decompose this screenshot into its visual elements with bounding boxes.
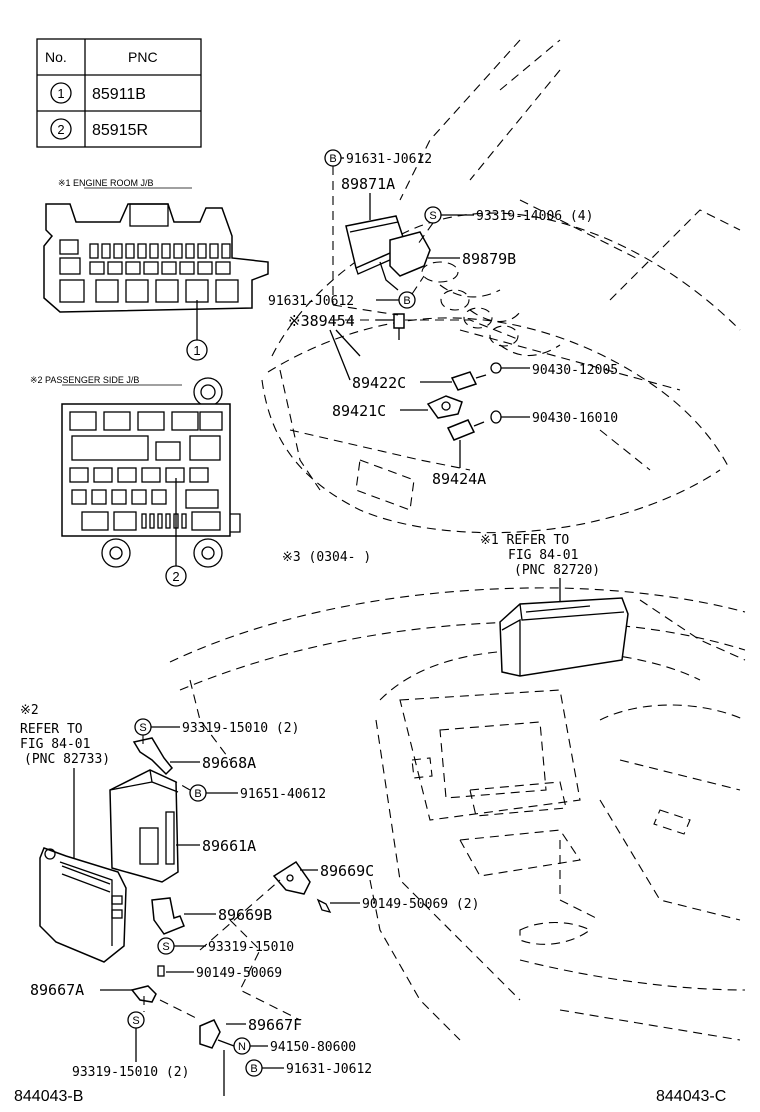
label-91631-j0612-top: 91631-J0612 [346,152,432,167]
label-93319-15010: 93319-15010 [208,940,294,955]
table-row-1-no: 1 [57,86,64,101]
footer-left-code: 844043-B [14,1088,83,1105]
svg-text:B: B [329,153,336,165]
label-89871A: 89871A [341,175,395,193]
bracket-89668A [132,737,174,776]
engine-bay-drawing [261,39,741,534]
svg-text:(PNC 82720): (PNC 82720) [514,563,600,578]
airbag-sensor-module: ※2 REFER TO FIG 84-01 (PNC 82733) [20,703,127,963]
table-row-2-no: 2 [57,122,64,137]
svg-text:FIG 84-01: FIG 84-01 [508,548,578,563]
gasket-90430-12005 [490,362,502,374]
table-row-2-pnc: 85915R [92,122,148,139]
callout-1 [186,339,208,361]
bracket-89667A [130,985,157,1003]
table-header-pnc: PNC [128,49,158,65]
label-91631-j0612-mid: 91631-J0612 [268,294,354,309]
period-note: ※3 (0304- ) [282,550,371,565]
svg-text:B: B [403,295,410,307]
label-90149-50069: 90149-50069 [196,966,282,981]
svg-text:B: B [250,1063,257,1075]
svg-text:※2: ※2 [20,703,39,718]
glovebox-jb-unit [499,597,629,677]
label-89454: ※389454 [288,312,355,330]
label-89668A: 89668A [202,754,256,772]
label-89661A: 89661A [202,837,256,855]
svg-text:(PNC 82733): (PNC 82733) [24,752,110,767]
label-93319-14006: 93319-14006 (4) [476,209,593,224]
label-93319-15010-2-bot: 93319-15010 (2) [72,1065,189,1080]
sensor-89424A [446,419,485,441]
engine-room-jb: ※1 ENGINE ROOM J/B [43,178,269,361]
engine-room-note: ※1 ENGINE ROOM J/B [58,178,154,188]
sensor-89421C [426,395,463,419]
label-91631-j0612-bot: 91631-J0612 [286,1062,372,1077]
pnc-table: No. PNC 1 85911B 2 85915R [36,38,202,148]
svg-text:N: N [238,1041,246,1053]
svg-text:S: S [429,210,436,222]
svg-text:REFER TO: REFER TO [20,722,83,737]
label-89879B: 89879B [462,250,516,268]
sensor-89454 [393,313,405,340]
label-89421C: 89421C [332,402,386,420]
bracket-89667F [199,1019,221,1049]
table-header-no: No. [45,49,67,65]
fuse-grid-engine [89,243,239,303]
sensor-89422C [450,371,487,391]
label-91651-40612: 91651-40612 [240,787,326,802]
svg-text:※1 REFER TO: ※1 REFER TO [480,533,569,548]
table-row-1-pnc: 85911B [92,86,146,103]
bolt-90149-50069-2 [316,898,332,913]
ecu-labels: S 93319-15010 (2) 89668A B 91651-40612 8… [30,718,479,1096]
bolt-90149-50069 [157,965,165,977]
label-90430-12005: 90430-12005 [532,363,618,378]
label-90430-16010: 90430-16010 [532,411,618,426]
svg-text:B: B [194,788,201,800]
label-93319-15010-2-top: 93319-15010 (2) [182,721,299,736]
footer-right-code: 844043-C [656,1088,726,1105]
label-89669B: 89669B [218,906,272,924]
engine-ecu-89871A [345,215,431,291]
svg-text:S: S [162,941,169,953]
bracket-89669C [272,860,311,895]
bracket-89669B [151,897,185,935]
refer-note-1: ※1 REFER TO FIG 84-01 (PNC 82720) [480,533,600,606]
label-89667F: 89667F [248,1016,302,1034]
svg-text:S: S [139,722,146,734]
svg-text:1: 1 [193,343,200,358]
passenger-side-note: ※2 PASSENGER SIDE J/B [30,375,139,385]
table-row-2-circle [50,118,72,140]
engine-control-module-89661A [109,769,179,883]
svg-text:FIG 84-01: FIG 84-01 [20,737,90,752]
label-89669C: 89669C [320,862,374,880]
label-90149-50069-2: 90149-50069 (2) [362,897,479,912]
engine-labels: B 91631-J0612 89871A S 93319-14006 (4) 8… [268,149,618,488]
label-89667A: 89667A [30,981,84,999]
svg-text:S: S [132,1015,139,1027]
label-89422C: 89422C [352,374,406,392]
svg-text:2: 2 [172,569,179,584]
gasket-90430-16010 [490,410,502,424]
passenger-side-jb: ※2 PASSENGER SIDE J/B [30,375,241,587]
label-89424A: 89424A [432,470,486,488]
label-94150-80600: 94150-80600 [270,1040,356,1055]
callout-2 [165,565,187,587]
table-row-1-circle [50,82,72,104]
